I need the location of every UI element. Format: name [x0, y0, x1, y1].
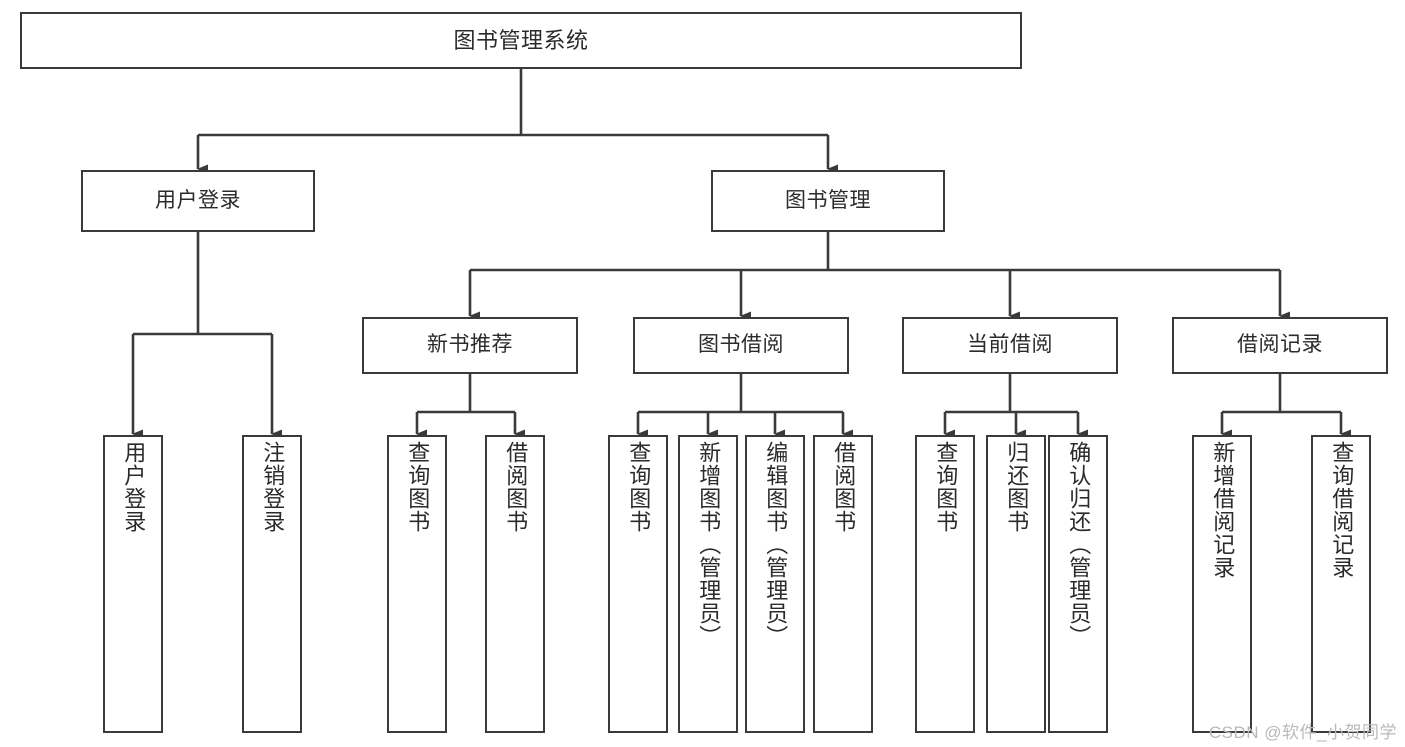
leaf-add-book-admin-label: 新增图书（管理员）: [696, 441, 722, 648]
leaf-user-login-label: 用户登录: [121, 441, 147, 533]
leaf-edit-book-admin-label: 编辑图书（管理员）: [763, 441, 789, 648]
node-book-borrowing[interactable]: 图书借阅: [633, 317, 849, 374]
node-book-management-label: 图书管理: [785, 188, 871, 212]
leaf-borrow-book-borrowing[interactable]: 借阅图书: [813, 435, 873, 733]
leaf-user-login[interactable]: 用户登录: [103, 435, 163, 733]
leaf-confirm-return-admin[interactable]: 确认归还（管理员）: [1048, 435, 1108, 733]
node-new-book-recommendation-label: 新书推荐: [427, 333, 513, 357]
leaf-add-borrowing-record-label: 新增借阅记录: [1210, 441, 1236, 579]
leaf-add-book-admin[interactable]: 新增图书（管理员）: [678, 435, 738, 733]
node-root[interactable]: 图书管理系统: [20, 12, 1022, 69]
leaf-logout[interactable]: 注销登录: [242, 435, 302, 733]
leaf-logout-label: 注销登录: [260, 441, 286, 533]
node-current-borrowing[interactable]: 当前借阅: [902, 317, 1118, 374]
leaf-borrow-book-recommendation-label: 借阅图书: [503, 441, 529, 533]
node-user-login[interactable]: 用户登录: [81, 170, 315, 232]
edge-paths: [131, 69, 1351, 439]
leaf-return-book[interactable]: 归还图书: [986, 435, 1046, 733]
node-borrowing-record-label: 借阅记录: [1237, 333, 1323, 357]
leaf-edit-book-admin[interactable]: 编辑图书（管理员）: [745, 435, 805, 733]
leaf-query-borrowing-record-label: 查询借阅记录: [1329, 441, 1355, 579]
node-user-login-label: 用户登录: [155, 188, 241, 212]
leaf-borrow-book-borrowing-label: 借阅图书: [831, 441, 857, 533]
node-new-book-recommendation[interactable]: 新书推荐: [362, 317, 578, 374]
leaf-query-book-recommendation[interactable]: 查询图书: [387, 435, 447, 733]
node-root-label: 图书管理系统: [453, 27, 589, 53]
leaf-return-book-label: 归还图书: [1004, 441, 1030, 533]
leaf-borrow-book-recommendation[interactable]: 借阅图书: [485, 435, 545, 733]
leaf-confirm-return-admin-label: 确认归还（管理员）: [1066, 441, 1092, 648]
leaf-query-book-borrowing[interactable]: 查询图书: [608, 435, 668, 733]
leaf-add-borrowing-record[interactable]: 新增借阅记录: [1192, 435, 1252, 733]
node-borrowing-record[interactable]: 借阅记录: [1172, 317, 1388, 374]
leaf-query-book-borrowing-label: 查询图书: [626, 441, 652, 533]
node-book-management[interactable]: 图书管理: [711, 170, 945, 232]
leaf-query-borrowing-record[interactable]: 查询借阅记录: [1311, 435, 1371, 733]
leaf-query-book-current-label: 查询图书: [933, 441, 959, 533]
node-book-borrowing-label: 图书借阅: [698, 333, 784, 357]
node-current-borrowing-label: 当前借阅: [967, 333, 1053, 357]
leaf-query-book-current[interactable]: 查询图书: [915, 435, 975, 733]
csdn-watermark: CSDN @软件_小贺同学: [1208, 723, 1397, 742]
leaf-query-book-recommendation-label: 查询图书: [405, 441, 431, 533]
